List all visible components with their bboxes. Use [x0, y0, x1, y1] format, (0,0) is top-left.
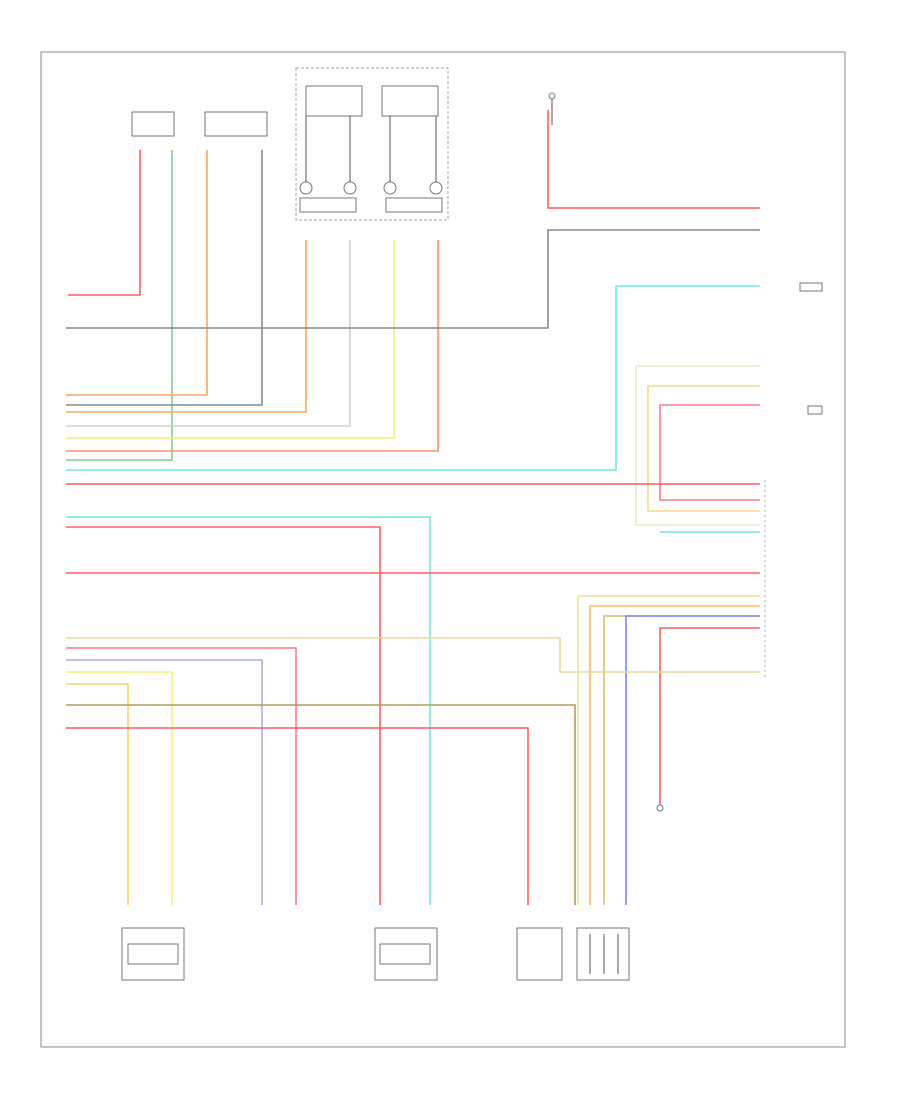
bottom-center-sensor: [374, 927, 438, 981]
wire-green-1: [66, 150, 173, 461]
wire-pink-2: [66, 647, 297, 905]
power-feed-block: [548, 92, 556, 125]
diagram-frame: [40, 51, 846, 1048]
bottom-right-sensor: [516, 927, 630, 981]
top-occupant-sensor: [204, 111, 268, 137]
wire-lavender: [66, 659, 263, 905]
wire-gray-1: [66, 150, 263, 406]
wire-red-3: [66, 526, 381, 905]
wire-tan-2: [66, 637, 760, 673]
wire-red-6: [66, 727, 529, 905]
top-left-sensor: [131, 111, 175, 137]
wire-cream: [635, 365, 760, 526]
wire-gray-2: [66, 240, 351, 427]
wire-pink-right: [659, 404, 760, 501]
wire-tan-1: [577, 595, 760, 905]
wire-red-2: [66, 240, 439, 452]
wire-orange-4: [66, 683, 129, 905]
wire-gray-top: [66, 229, 760, 329]
wire-brown: [66, 704, 576, 905]
wire-red-1: [68, 150, 141, 296]
right-connector-column: [764, 282, 823, 680]
seat-module-block: [295, 67, 449, 221]
wire-cyan-3: [66, 516, 431, 905]
wire-yellow-1: [66, 240, 395, 439]
wire-yellow-right: [647, 385, 760, 512]
wire-olive-1: [603, 615, 760, 905]
wire-red-5: [659, 627, 760, 805]
bottom-left-sensor: [121, 927, 185, 981]
wire-yellow-2: [66, 671, 173, 905]
wire-orange-3: [589, 605, 760, 905]
wire-cyan-top: [66, 285, 760, 471]
ground-symbol: [656, 804, 664, 812]
wire-red-top: [547, 110, 760, 209]
wire-blue-1: [625, 615, 760, 905]
wire-orange-1: [66, 150, 208, 396]
wire-orange-2: [66, 240, 307, 413]
